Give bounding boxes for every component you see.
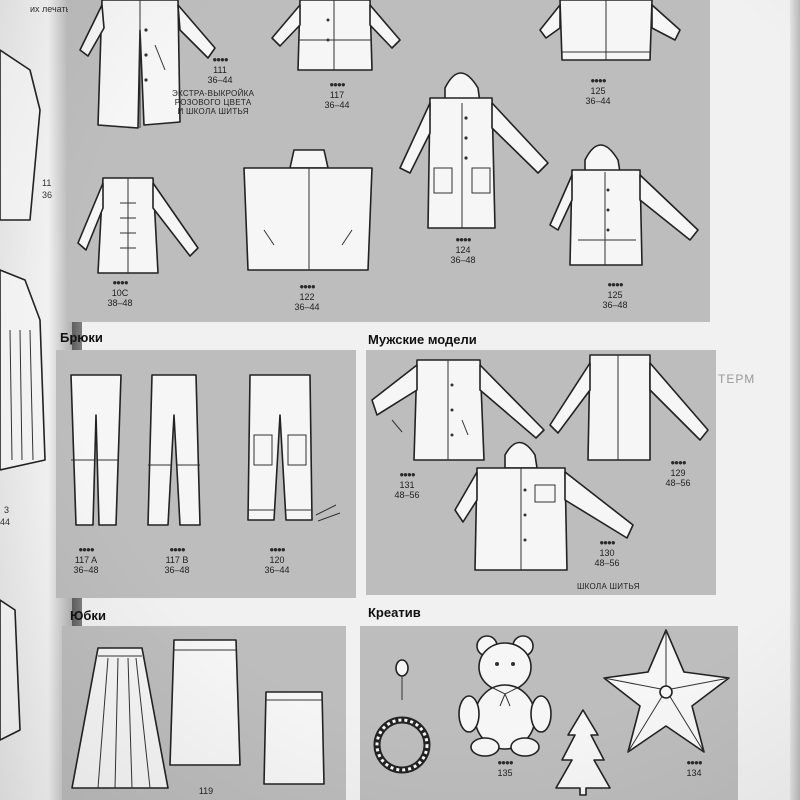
men-models-heading: Мужские модели — [368, 332, 477, 347]
hooded-jacket-drawing — [549, 144, 699, 266]
left-page-label: 44 — [0, 517, 11, 527]
left-page-label: 3 — [4, 505, 10, 515]
left-page-text: их лечать — [30, 4, 71, 14]
partial-side-text: ТЕРМ — [718, 372, 756, 386]
left-page-garment-dress — [0, 269, 46, 471]
cargo-pants-drawing — [247, 374, 341, 522]
model-label: ●●●● 130 48–56 — [594, 538, 620, 568]
skirts-heading: Юбки — [70, 608, 106, 623]
long-coat-drawing — [79, 0, 216, 129]
pants-drawing — [147, 374, 201, 526]
bomber-jacket-drawing — [539, 0, 681, 61]
model-label: ●●●● 125 36–44 — [585, 76, 611, 106]
boxy-jacket-drawing — [243, 149, 373, 271]
left-page-garment-top — [0, 49, 41, 221]
model-label: ●●●● 124 36–48 — [450, 235, 476, 265]
model-label: ●●●● 111 36–44 — [207, 55, 233, 85]
page-edge — [790, 0, 800, 800]
model-label: ●●●● 134 — [686, 758, 702, 778]
model-label: ●●●● 122 36–44 — [294, 282, 320, 312]
left-page-label: 36 — [42, 190, 53, 200]
model-label: ●●●● 131 48–56 — [394, 470, 420, 500]
teddy-bear-drawing — [458, 635, 552, 757]
hooded-coat-drawing — [399, 72, 549, 229]
left-page-garment-bottom — [0, 599, 21, 741]
model-label: ●●●● 120 36–44 — [264, 545, 290, 575]
extra-pattern-caption: ЭКСТРА-ВЫКРОЙКА РОЗОВОГО ЦВЕТА И ШКОЛА Ш… — [172, 89, 255, 116]
pants-heading: Брюки — [60, 330, 103, 345]
left-page-label: 11 — [42, 178, 52, 188]
fabric-star-drawing — [603, 629, 730, 753]
model-label: ●●●● 125 36–48 — [602, 280, 628, 310]
model-label: ●●●● 117 B 36–48 — [164, 545, 190, 575]
short-jacket-drawing — [271, 0, 401, 71]
creative-heading: Креатив — [368, 605, 421, 620]
wreath-ornament-drawing — [373, 659, 431, 774]
frog-jacket-drawing — [77, 177, 199, 274]
model-label: ●●●● 135 — [497, 758, 513, 778]
fabric-tree-drawing — [555, 709, 611, 796]
pencil-skirt-drawing — [169, 639, 241, 766]
pleated-skirt-drawing — [71, 647, 169, 789]
pants-drawing — [70, 374, 122, 526]
model-label: ●●●● 117 36–44 — [324, 80, 350, 110]
model-label: ●●●● 10C 38–48 — [107, 278, 133, 308]
mens-shirt-drawing — [371, 359, 545, 461]
model-label: ●●●● 117 A 36–48 — [73, 545, 99, 575]
model-label: ●●●● 129 48–56 — [665, 458, 691, 488]
short-skirt-drawing — [263, 691, 325, 785]
mens-jacket-drawing — [549, 354, 709, 461]
mens-hooded-shirt-drawing — [454, 441, 634, 571]
model-label: 119 — [198, 786, 214, 796]
sewing-school-caption: ШКОЛА ШИТЬЯ — [577, 582, 640, 591]
